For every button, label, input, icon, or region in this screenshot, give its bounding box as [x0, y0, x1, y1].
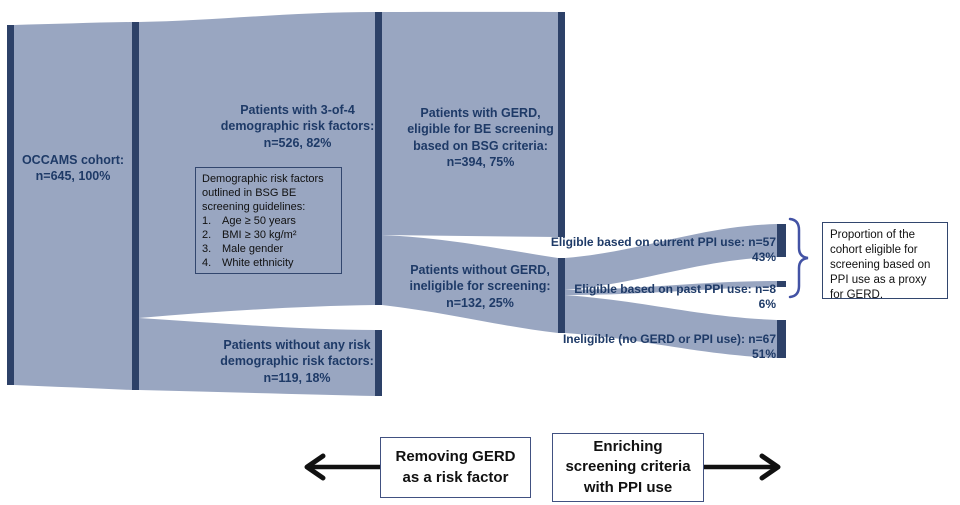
label-ineligible: Ineligible (no GERD or PPI use): n=67 51… — [563, 332, 776, 361]
flow-ineligible — [565, 295, 777, 358]
removing-gerd-box: Removing GERD as a risk factor — [380, 437, 531, 498]
label-gerd-eligible: Patients with GERD, eligible for BE scre… — [407, 106, 554, 169]
risk-factor-item: 2. BMI ≥ 30 kg/m² — [202, 228, 335, 242]
risk-item-number: 2. — [202, 229, 212, 242]
node-norisk — [375, 330, 382, 396]
arrow-right-head-icon — [759, 453, 781, 481]
risk-factors-box: Demographic risk factors outlined in BSG… — [195, 167, 342, 274]
node-currentppi — [777, 224, 786, 257]
label-current-ppi: Eligible based on current PPI use: n=57 … — [551, 235, 776, 264]
node-gerd — [558, 12, 565, 237]
flow-risk3of4 — [139, 12, 375, 318]
label-current-ppi-pct: 43% — [751, 249, 776, 264]
risk-item-text: BMI ≥ 30 kg/m² — [222, 229, 297, 242]
label-past-ppi-pct: 6% — [758, 296, 776, 311]
flow-nogerd — [382, 235, 558, 333]
arrow-left-head-icon — [304, 453, 326, 481]
label-risk3of4: Patients with 3-of-4 demographic risk fa… — [220, 103, 375, 150]
label-ineligible-pct: 51% — [751, 346, 776, 361]
label-no-gerd: Patients without GERD, ineligible for sc… — [409, 263, 551, 310]
risk-item-number: 3. — [202, 243, 212, 256]
risk-item-text: Age ≥ 50 years — [222, 215, 296, 228]
label-past-ppi: Eligible based on past PPI use: n=8 6% — [574, 282, 776, 311]
node-cohort-start — [7, 25, 14, 385]
flow-gerd — [382, 11, 558, 237]
flow-norisk — [139, 318, 375, 396]
flow-currentppi — [565, 224, 777, 290]
risk-item-text: White ethnicity — [222, 257, 294, 270]
flow-cohort — [14, 22, 132, 390]
risk-factors-intro: Demographic risk factors outlined in BSG… — [202, 173, 324, 214]
node-ineligible — [777, 320, 786, 358]
risk-factor-item: 4. White ethnicity — [202, 256, 335, 270]
label-ineligible-text: Ineligible (no GERD or PPI use): n=67 — [562, 332, 776, 346]
node-risk3of4 — [375, 12, 382, 305]
node-pastppi — [777, 281, 786, 287]
risk-item-number: 1. — [202, 215, 212, 228]
node-nogerd — [558, 258, 565, 333]
risk-factor-item: 1. Age ≥ 50 years — [202, 214, 335, 228]
proportion-note-box: Proportion of the cohort eligible for sc… — [822, 222, 948, 301]
flow-pastppi — [565, 281, 777, 295]
label-past-ppi-text: Eligible based on past PPI use: n=8 — [574, 282, 776, 296]
label-cohort: OCCAMS cohort: n=645, 100% — [21, 153, 125, 184]
risk-item-number: 4. — [202, 257, 212, 270]
label-no-risk: Patients without any risk demographic ri… — [220, 338, 374, 385]
node-cohort — [132, 22, 139, 390]
curly-brace — [788, 217, 809, 299]
label-current-ppi-text: Eligible based on current PPI use: n=57 — [550, 235, 776, 249]
risk-factor-item: 3. Male gender — [202, 242, 335, 256]
enriching-ppi-box: Enriching screening criteria with PPI us… — [552, 433, 704, 502]
risk-item-text: Male gender — [222, 243, 284, 256]
